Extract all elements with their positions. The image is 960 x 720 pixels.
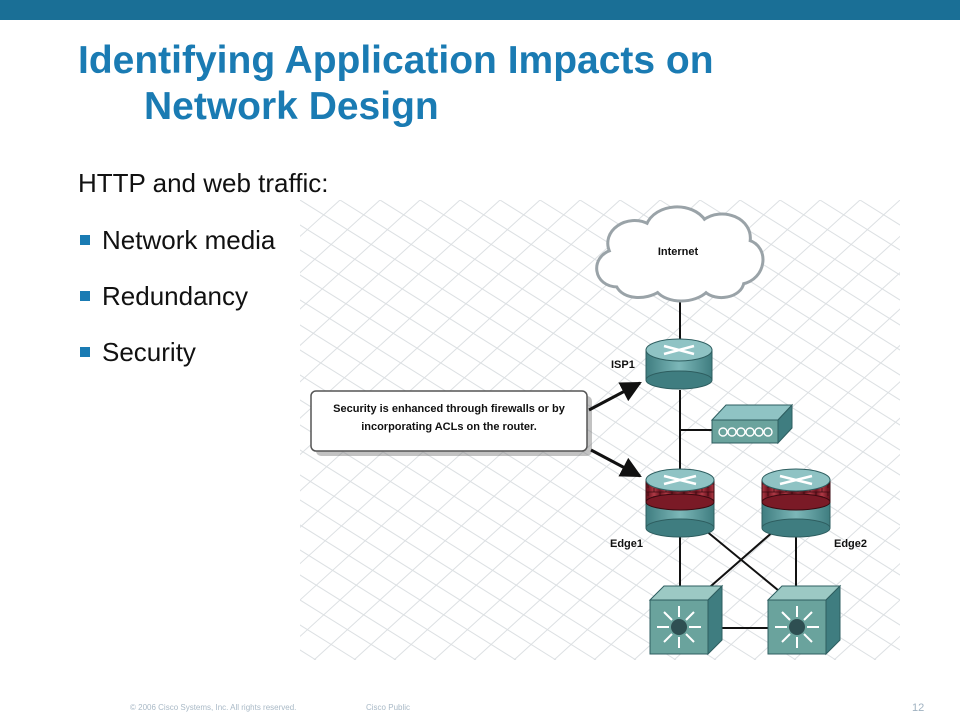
arrow-to-isp1 — [588, 381, 642, 412]
internet-label: Internet — [658, 246, 699, 258]
bullet-item: Redundancy — [78, 278, 275, 334]
bullet-item: Security — [78, 334, 275, 390]
multilayer-switch-icon — [766, 584, 842, 656]
edge2-firewall-router-icon — [761, 468, 831, 538]
bullet-text: Security — [102, 337, 196, 367]
edge1-label: Edge1 — [610, 538, 643, 550]
bullet-square-icon — [80, 291, 90, 301]
title-line-2: Network Design — [144, 85, 439, 128]
multilayer-switch-icon — [648, 584, 724, 656]
security-callout — [310, 390, 592, 456]
bullet-item: Network media — [78, 222, 275, 278]
bullet-text: Redundancy — [102, 281, 248, 311]
page-number: 12 — [912, 702, 925, 714]
subheading: HTTP and web traffic: — [78, 168, 329, 198]
callout-text-line-2: incorporating ACLs on the router. — [361, 421, 537, 433]
footer-classification: Cisco Public — [366, 703, 411, 712]
bullet-text: Network media — [102, 225, 276, 255]
slide-title: Identifying Application Impacts on Netwo… — [78, 38, 714, 130]
bullet-list: Network media Redundancy Security — [78, 222, 275, 390]
isp1-router-icon — [645, 338, 713, 390]
modem-icon — [710, 403, 794, 445]
internet-cloud-icon — [595, 205, 765, 303]
header-bar — [0, 0, 960, 20]
isp1-label: ISP1 — [611, 359, 635, 371]
bullet-square-icon — [80, 347, 90, 357]
bullet-square-icon — [80, 235, 90, 245]
footer-copyright: © 2006 Cisco Systems, Inc. All rights re… — [130, 703, 297, 712]
arrow-to-edge1 — [590, 448, 642, 478]
edge2-label: Edge2 — [834, 538, 867, 550]
edge1-firewall-router-icon — [645, 468, 715, 538]
callout-text-line-1: Security is enhanced through firewalls o… — [333, 403, 566, 415]
title-line-1: Identifying Application Impacts on — [78, 39, 714, 82]
